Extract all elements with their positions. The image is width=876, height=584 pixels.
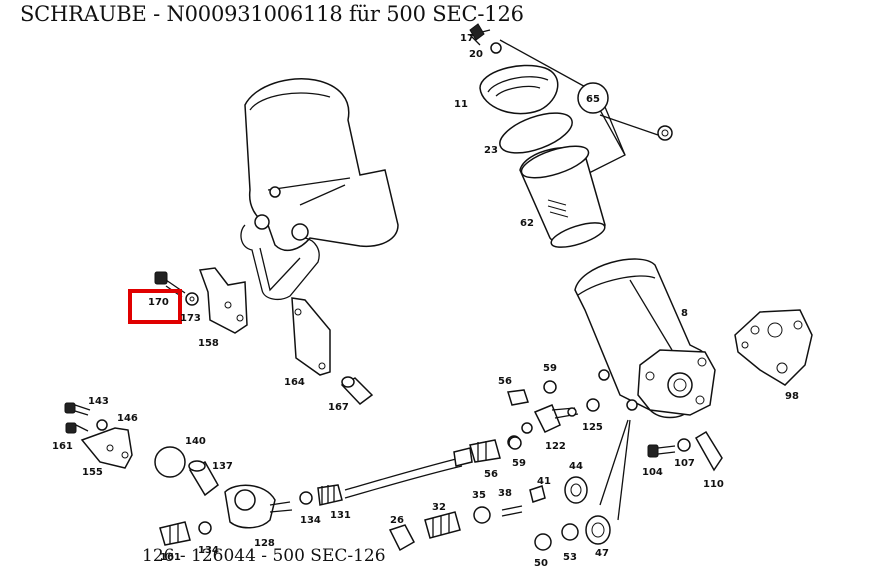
gasket-part — [734, 309, 813, 386]
fitting-part — [469, 439, 501, 463]
callout-label[interactable]: 134 — [198, 545, 219, 556]
callout-label[interactable]: 17 — [460, 33, 474, 44]
callout-label[interactable]: 167 — [328, 402, 349, 413]
spring-part — [424, 511, 461, 539]
callout-label[interactable]: 11 — [454, 99, 468, 110]
spring-part — [501, 505, 523, 517]
callout-label[interactable]: 146 — [117, 413, 138, 424]
highlight-box — [128, 289, 182, 324]
bracket-part — [198, 267, 248, 334]
callout-label[interactable]: 155 — [82, 467, 103, 478]
callout-label[interactable]: 41 — [537, 476, 551, 487]
callout-label[interactable]: 137 — [212, 461, 233, 472]
cap-part — [585, 515, 611, 545]
callout-label[interactable]: 104 — [642, 467, 663, 478]
fitting-part — [317, 484, 343, 506]
fitting-part — [159, 521, 191, 546]
callout-label[interactable]: 32 — [432, 502, 446, 513]
callout-label[interactable]: 8 — [681, 308, 688, 319]
fitting-part — [507, 389, 529, 406]
callout-label[interactable]: 47 — [595, 548, 609, 559]
callout-label[interactable]: 50 — [534, 558, 548, 569]
plug-part — [388, 524, 416, 552]
o-ring-part — [499, 112, 573, 154]
callout-label[interactable]: 26 — [390, 515, 404, 526]
page-title: SCHRAUBE - N000931006118 für 500 SEC-126 — [20, 2, 524, 26]
callout-label[interactable]: 53 — [563, 552, 577, 563]
bolt-part — [647, 444, 676, 458]
callout-label-highlighted[interactable]: 170 — [148, 297, 169, 308]
filter-element-part — [519, 145, 606, 248]
callout-circle — [577, 82, 609, 114]
bracket-part — [291, 297, 331, 376]
callout-label[interactable]: 44 — [569, 461, 583, 472]
callout-label[interactable]: 62 — [520, 218, 534, 229]
callout-label[interactable]: 65 — [586, 94, 600, 105]
callout-label[interactable]: 23 — [484, 145, 498, 156]
callout-label[interactable]: 128 — [254, 538, 275, 549]
callout-label[interactable]: 140 — [185, 436, 206, 447]
callout-label[interactable]: 158 — [198, 338, 219, 349]
callout-label[interactable]: 59 — [543, 363, 557, 374]
callout-label[interactable]: 173 — [180, 313, 201, 324]
filter-housing-part — [574, 258, 716, 419]
callout-label[interactable]: 131 — [330, 510, 351, 521]
piston-part — [564, 476, 588, 504]
callout-label[interactable]: 161 — [52, 441, 73, 452]
disc-part — [473, 506, 491, 524]
callout-label[interactable]: 98 — [785, 391, 799, 402]
filter-cover-part — [468, 23, 626, 176]
callout-label[interactable]: 107 — [674, 458, 695, 469]
callout-label[interactable]: 125 — [582, 422, 603, 433]
valve-part — [529, 485, 546, 503]
valve-part — [224, 484, 293, 529]
cap-part — [154, 446, 186, 478]
callout-label[interactable]: 164 — [284, 377, 305, 388]
callout-label[interactable]: 20 — [469, 49, 483, 60]
callout-label[interactable]: 161 — [160, 552, 181, 563]
callout-label[interactable]: 35 — [472, 490, 486, 501]
callout-label[interactable]: 38 — [498, 488, 512, 499]
callout-label[interactable]: 56 — [498, 376, 512, 387]
callout-label[interactable]: 110 — [703, 479, 724, 490]
callout-label[interactable]: 134 — [300, 515, 321, 526]
callout-label[interactable]: 56 — [484, 469, 498, 480]
callout-label[interactable]: 59 — [512, 458, 526, 469]
sleeve-part — [188, 460, 219, 497]
callout-label[interactable]: 122 — [545, 441, 566, 452]
sleeve-part — [340, 376, 374, 406]
bolts-group — [64, 402, 108, 434]
clamp-part — [694, 430, 723, 472]
pump-housing-part — [240, 78, 399, 301]
sensor-part — [521, 404, 579, 434]
callout-label[interactable]: 143 — [88, 396, 109, 407]
diagram-footer-caption: 126 - 126044 - 500 SEC-126 — [142, 546, 386, 566]
